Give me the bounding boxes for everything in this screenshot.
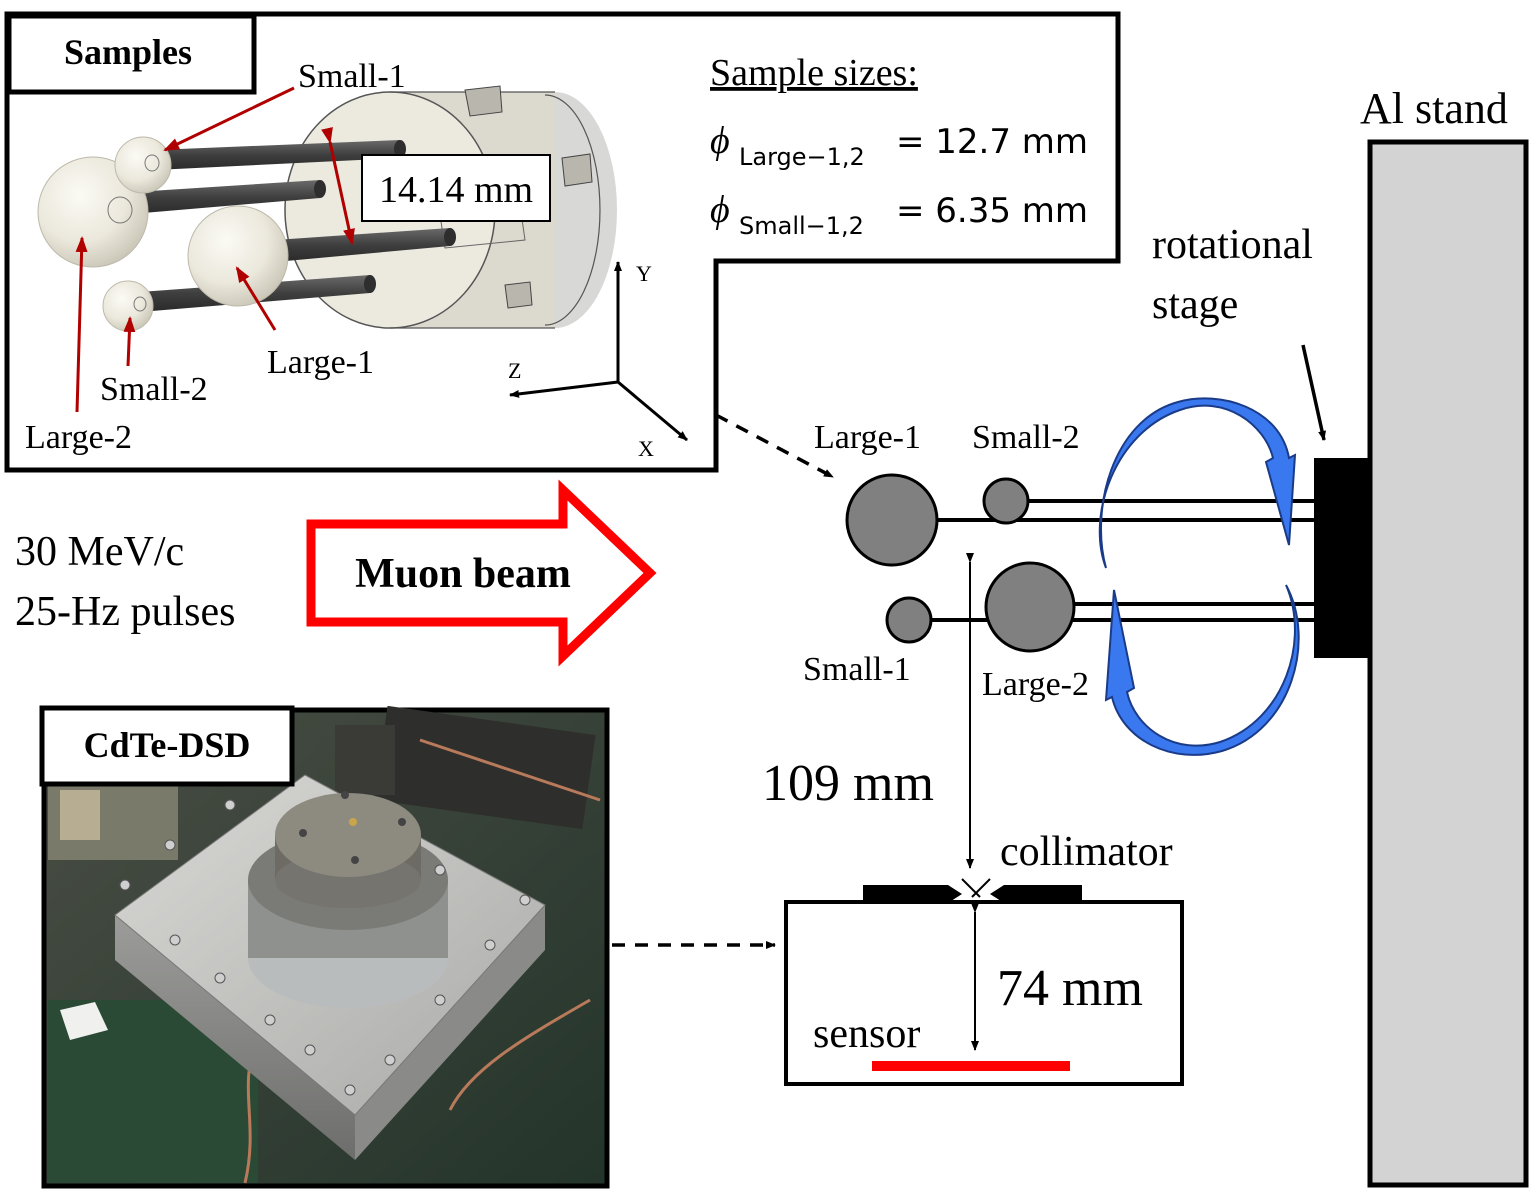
- axis-z-label: Z: [508, 358, 521, 383]
- setup-schematic: Al stand rotational stage Large-1 Small-…: [762, 84, 1529, 1188]
- detector-photo-panel: CdTe-DSD: [39, 705, 610, 1189]
- collimator-label: collimator: [1000, 829, 1173, 875]
- rotational-stage-line2: stage: [1152, 282, 1238, 328]
- render-large-1-sphere: [187, 205, 289, 307]
- small-subscript: Small−1,2: [739, 212, 864, 240]
- sample-leaders: [75, 86, 355, 413]
- schematic-label-small-2: Small-2: [972, 419, 1080, 456]
- sample-spheres: [37, 136, 289, 332]
- schematic-small-1: [885, 596, 933, 644]
- sensor-label: sensor: [813, 1011, 920, 1057]
- beam-momentum: 30 MeV/c: [15, 529, 184, 575]
- distance-109-label: 109 mm: [762, 755, 934, 812]
- label-small-1: Small-1: [298, 58, 406, 95]
- large-phi: ϕ: [710, 120, 730, 162]
- axis-y-label: Y: [636, 261, 652, 286]
- small-phi: ϕ: [710, 189, 730, 231]
- schematic-rods: [893, 499, 1314, 622]
- small-value: = 6.35 mm: [896, 191, 1088, 231]
- detector-housing: [784, 900, 1184, 1086]
- samples-panel: Samples Small-1 Large-1 Small-2 Large-2 …: [4, 11, 1121, 473]
- leader-large-1: [235, 266, 277, 331]
- al-stand-label: Al stand: [1360, 84, 1508, 133]
- large-subscript: Large−1,2: [739, 143, 865, 171]
- detector-title: CdTe-DSD: [84, 725, 251, 765]
- axis-z: [509, 380, 619, 398]
- sizes-heading: Sample sizes:: [710, 52, 918, 94]
- large-size-formula: ϕ Large−1,2 = 12.7 mm: [710, 120, 1088, 171]
- spacing-label: 14.14 mm: [379, 169, 533, 211]
- small-size-formula: ϕ Small−1,2 = 6.35 mm: [710, 189, 1088, 240]
- render-small-1-sphere: [114, 136, 172, 194]
- label-small-2: Small-2: [100, 371, 208, 408]
- samples-title-box: [6, 13, 257, 95]
- leader-small-2: [123, 316, 136, 367]
- rotational-stage-pointer: [1301, 344, 1326, 441]
- schematic-label-large-1: Large-1: [814, 419, 921, 456]
- muon-beam-arrow: [306, 479, 657, 667]
- leader-large-2: [75, 236, 88, 413]
- render-large-2-sphere: [37, 156, 149, 268]
- rotation-arrows: [1098, 397, 1300, 756]
- distance-74-label: 74 mm: [997, 960, 1143, 1017]
- schematic-large-1: [845, 473, 939, 567]
- spacing-label-box: [361, 154, 551, 222]
- rotation-arrow-upper: [1098, 397, 1297, 569]
- collimator-left: [863, 885, 962, 903]
- detector-title-box: [39, 705, 295, 787]
- label-large-2: Large-2: [25, 419, 132, 456]
- schematic-large-2: [984, 561, 1076, 653]
- detector-box-side: [115, 915, 355, 1160]
- schematic-label-small-1: Small-1: [803, 651, 911, 688]
- rotational-stage-block: [1314, 458, 1370, 658]
- samples-title: Samples: [64, 32, 192, 72]
- label-large-1: Large-1: [267, 344, 374, 381]
- sensor-bar: [872, 1061, 1070, 1071]
- schematic-label-large-2: Large-2: [982, 666, 1089, 703]
- rotational-stage-line1: rotational: [1152, 222, 1313, 268]
- muon-beam-label: Muon beam: [355, 551, 571, 597]
- axis-x: [617, 380, 688, 442]
- rotation-arrow-lower: [1104, 584, 1300, 756]
- spacing-arrow: [321, 127, 355, 245]
- axis-x-label: X: [638, 436, 654, 461]
- schematic-small-2: [982, 477, 1030, 525]
- al-stand: [1367, 139, 1529, 1188]
- collimator-right: [990, 885, 1082, 903]
- leader-small-1: [163, 86, 295, 152]
- large-value: = 12.7 mm: [896, 122, 1088, 162]
- coordinate-axes: [509, 261, 688, 442]
- beam-pulses: 25-Hz pulses: [15, 589, 235, 635]
